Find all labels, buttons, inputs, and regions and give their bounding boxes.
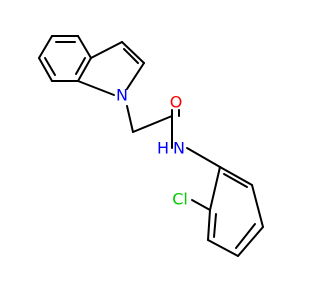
bond: [38, 35, 53, 59]
atom-label-hydrogen-amide: H: [157, 139, 169, 158]
atom-label-nitrogen-indole: N: [116, 86, 128, 105]
structure-diagram: N O N H Cl: [38, 35, 264, 257]
indole-pyrrole-ring: [77, 41, 145, 96]
atom-label-chlorine: Cl: [172, 190, 188, 209]
bond: [235, 223, 256, 249]
bond: [237, 226, 264, 257]
bond: [191, 199, 211, 211]
bond: [77, 35, 92, 59]
bond: [219, 166, 253, 186]
bond: [251, 184, 264, 228]
bond: [209, 166, 221, 211]
acetamide-chain: [126, 105, 221, 168]
bond: [207, 209, 211, 241]
atom-label-nitrogen-amide: N: [173, 139, 185, 158]
bond: [207, 239, 239, 257]
chemical-structure-canvas: N O N H Cl: [38, 35, 264, 257]
bond: [223, 173, 248, 188]
bond: [77, 80, 115, 96]
bond: [186, 147, 221, 168]
bond: [126, 62, 145, 90]
bond: [44, 57, 56, 76]
bond: [38, 57, 53, 82]
indole-benzene-ring: [38, 35, 92, 82]
chlorobenzene-ring: [191, 166, 264, 257]
bond: [132, 115, 173, 133]
bond: [90, 41, 123, 59]
bond: [126, 105, 134, 133]
bond: [75, 57, 86, 75]
bond: [123, 48, 139, 64]
bond: [121, 41, 145, 64]
bond: [77, 57, 92, 82]
atom-label-oxygen: O: [170, 93, 183, 112]
bond: [213, 213, 217, 238]
